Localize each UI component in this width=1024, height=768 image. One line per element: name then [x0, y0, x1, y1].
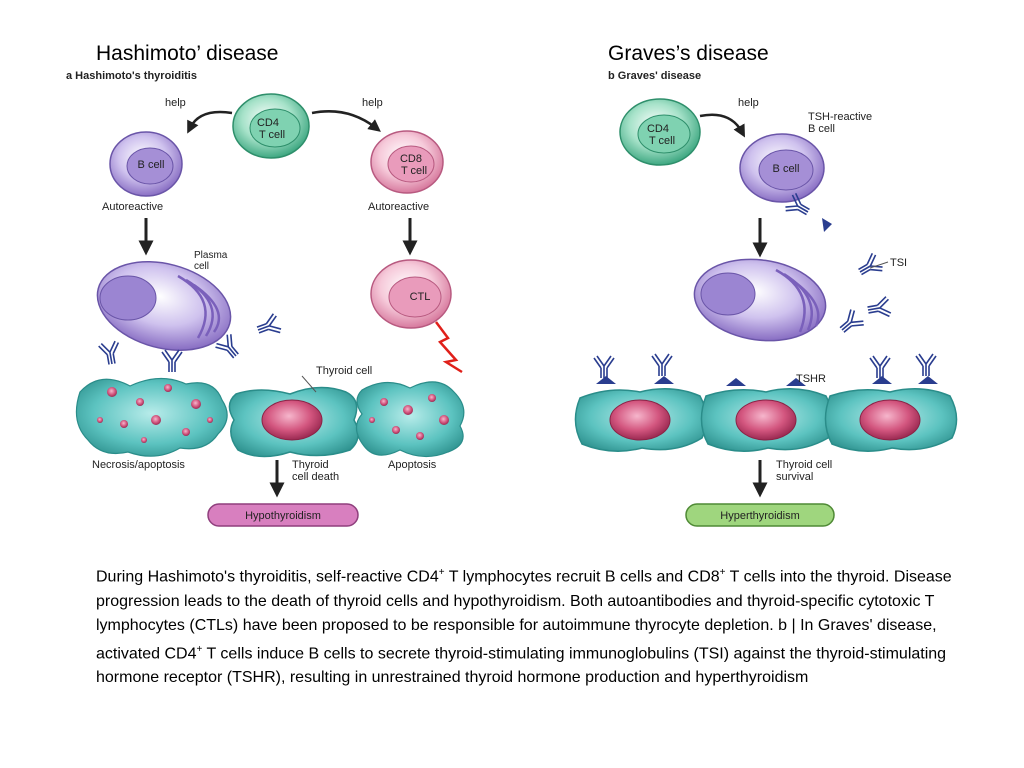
- thyroid-cell-a: [228, 386, 359, 458]
- lightning-icon: [435, 321, 463, 374]
- caption-part-3: T cells into the thyroid. Disease progre…: [96, 568, 952, 663]
- plasma-cell: [96, 261, 232, 351]
- tsh-b-label-line2: B cell: [808, 123, 835, 135]
- thyroid-pointer: [301, 375, 317, 393]
- plasma-cell-b: [693, 258, 827, 342]
- tsi-label: TSI: [890, 257, 907, 269]
- cd4-b-label-line2: T cell: [649, 135, 675, 147]
- tsi-antibody-icon: [854, 251, 885, 282]
- cd4-t-cell-a: CD4 T cell: [232, 93, 310, 159]
- survival-line1: Thyroid cell: [776, 459, 832, 471]
- caption-sup-2: +: [719, 567, 726, 578]
- hypothyroidism-label: Hypothyroidism: [245, 510, 321, 522]
- panel-a-subtitle: a Hashimoto's thyroiditis: [66, 70, 197, 82]
- cd4-b-label-line1: CD4: [647, 123, 669, 135]
- antibody-icon: [161, 349, 183, 373]
- caption-sup-1: +: [438, 567, 445, 578]
- antibody-icon: [915, 353, 937, 377]
- tshr-icon: [918, 376, 938, 384]
- tshr-icon: [654, 376, 674, 384]
- plasma-label-line1: Plasma: [194, 250, 228, 261]
- bound-receptor-icon: [822, 218, 832, 232]
- necrosis-label: Necrosis/apoptosis: [92, 459, 185, 471]
- survival-line2: survival: [776, 471, 813, 483]
- antibody-icon: [593, 355, 615, 379]
- ctl-cell: CTL: [370, 259, 452, 329]
- thyroid-cell-b2: [700, 388, 834, 452]
- antibody-icon: [97, 339, 123, 367]
- tsi-antibody-icon: [834, 307, 867, 339]
- caption-part-1: During Hashimoto's thyroiditis, self-rea…: [96, 568, 439, 586]
- thyroid-cell-label: Thyroid cell: [316, 365, 372, 377]
- tshr-label: TSHR: [796, 373, 826, 385]
- cd4-label-line2: T cell: [259, 129, 285, 141]
- plasma-label-line2: cell: [194, 261, 209, 272]
- autoreactive-left: Autoreactive: [102, 201, 163, 213]
- b-cell-b-label: B cell: [773, 163, 800, 175]
- tshr-icon: [872, 376, 892, 384]
- antibody-icon: [869, 355, 891, 379]
- immunology-figure: a Hashimoto's thyroiditis CD4 T cell hel…: [66, 70, 958, 527]
- cd4-label-line1: CD4: [257, 117, 279, 129]
- thyroid-cell-b1: [574, 388, 708, 452]
- help-label-left: help: [165, 97, 186, 109]
- panel-b-subtitle: b Graves' disease: [608, 70, 701, 82]
- tsi-antibody-icon: [865, 295, 893, 321]
- cd8-t-cell: CD8 T cell: [370, 130, 444, 194]
- ctl-label: CTL: [410, 291, 431, 303]
- figure-caption: During Hashimoto's thyroiditis, self-rea…: [96, 561, 996, 691]
- thyroid-death-line1: Thyroid: [292, 459, 329, 471]
- b-cell-a: B cell: [109, 131, 183, 197]
- caption-sup-3: +: [196, 643, 203, 655]
- caption-part-2: T lymphocytes recruit B cells and CD8: [444, 568, 720, 586]
- antibody-icon: [651, 353, 673, 377]
- tshr-icon: [596, 376, 616, 384]
- help-label-b: help: [738, 97, 759, 109]
- apoptosis-label: Apoptosis: [388, 459, 437, 471]
- graves-heading: Graves’s disease: [608, 42, 769, 65]
- help-label-right: help: [362, 97, 383, 109]
- caption-part-4: T cells induce B cells to secrete thyroi…: [96, 645, 947, 687]
- cd4-t-cell-b: CD4 T cell: [619, 98, 701, 166]
- apoptotic-cell: [355, 381, 465, 458]
- help-arrow-left: [187, 110, 233, 134]
- tsi-pointer: [869, 261, 889, 269]
- autoreactive-right: Autoreactive: [368, 201, 429, 213]
- hyperthyroidism-label: Hyperthyroidism: [720, 510, 799, 522]
- hashimoto-heading: Hashimoto’ disease: [96, 42, 279, 65]
- help-arrow-right: [311, 110, 381, 132]
- tsh-b-label-line1: TSH-reactive: [808, 111, 872, 123]
- tshr-icon: [786, 378, 806, 386]
- help-arrow-b: [699, 113, 745, 138]
- hyperthyroidism-pill: [685, 503, 835, 527]
- necrotic-cell: [75, 377, 228, 457]
- cd8-label-line2: T cell: [401, 165, 427, 177]
- cd8-label-line1: CD8: [400, 153, 422, 165]
- thyroid-cell-b3: [824, 388, 958, 452]
- b-cell-b: B cell: [739, 133, 825, 203]
- antibody-icon: [253, 312, 283, 341]
- thyroid-death-line2: cell death: [292, 471, 339, 483]
- hypothyroidism-pill: [207, 503, 359, 527]
- tshr-icon: [726, 378, 746, 386]
- b-cell-label: B cell: [138, 159, 165, 171]
